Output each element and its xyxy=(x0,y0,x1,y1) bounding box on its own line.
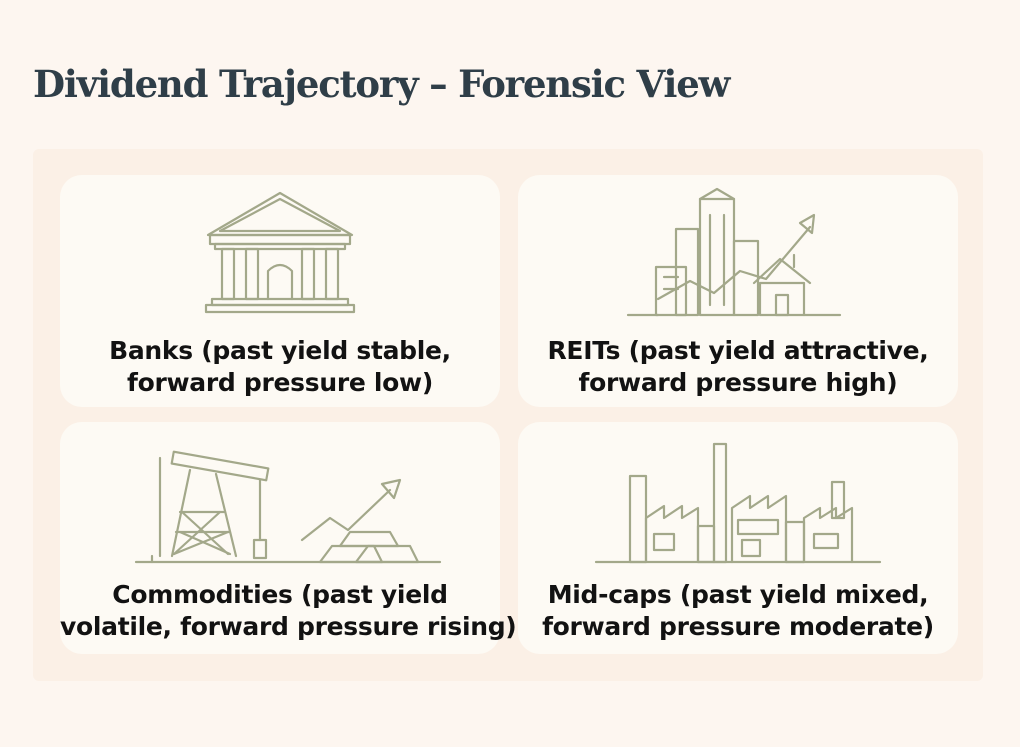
factory-icon xyxy=(594,442,882,564)
card-banks: Banks (past yield stable, forward pressu… xyxy=(60,175,500,407)
card-midcaps: Mid-caps (past yield mixed, forward pres… xyxy=(518,422,958,654)
card-caption: Banks (past yield stable, forward pressu… xyxy=(60,335,500,399)
card-caption: REITs (past yield attractive, forward pr… xyxy=(518,335,958,399)
page-title: Dividend Trajectory – Forensic View xyxy=(33,62,730,106)
city-house-uptrend-icon xyxy=(626,187,842,317)
caption-line-2: volatile, forward pressure rising) xyxy=(60,612,517,641)
card-caption: Mid-caps (past yield mixed, forward pres… xyxy=(518,579,958,643)
caption-line-1: Mid-caps (past yield mixed, xyxy=(547,580,929,609)
oil-pump-gold-bars-icon xyxy=(134,450,442,564)
bank-building-icon xyxy=(204,191,356,314)
caption-line-1: Banks (past yield stable, xyxy=(109,336,451,365)
caption-line-2: forward pressure moderate) xyxy=(542,612,934,641)
card-commodities: Commodities (past yield volatile, forwar… xyxy=(60,422,517,654)
card-caption: Commodities (past yield volatile, forwar… xyxy=(60,579,517,643)
caption-line-2: forward pressure high) xyxy=(578,368,898,397)
caption-line-1: Commodities (past yield xyxy=(112,580,448,609)
caption-line-1: REITs (past yield attractive, xyxy=(547,336,929,365)
caption-line-2: forward pressure low) xyxy=(127,368,433,397)
card-reits: REITs (past yield attractive, forward pr… xyxy=(518,175,958,407)
